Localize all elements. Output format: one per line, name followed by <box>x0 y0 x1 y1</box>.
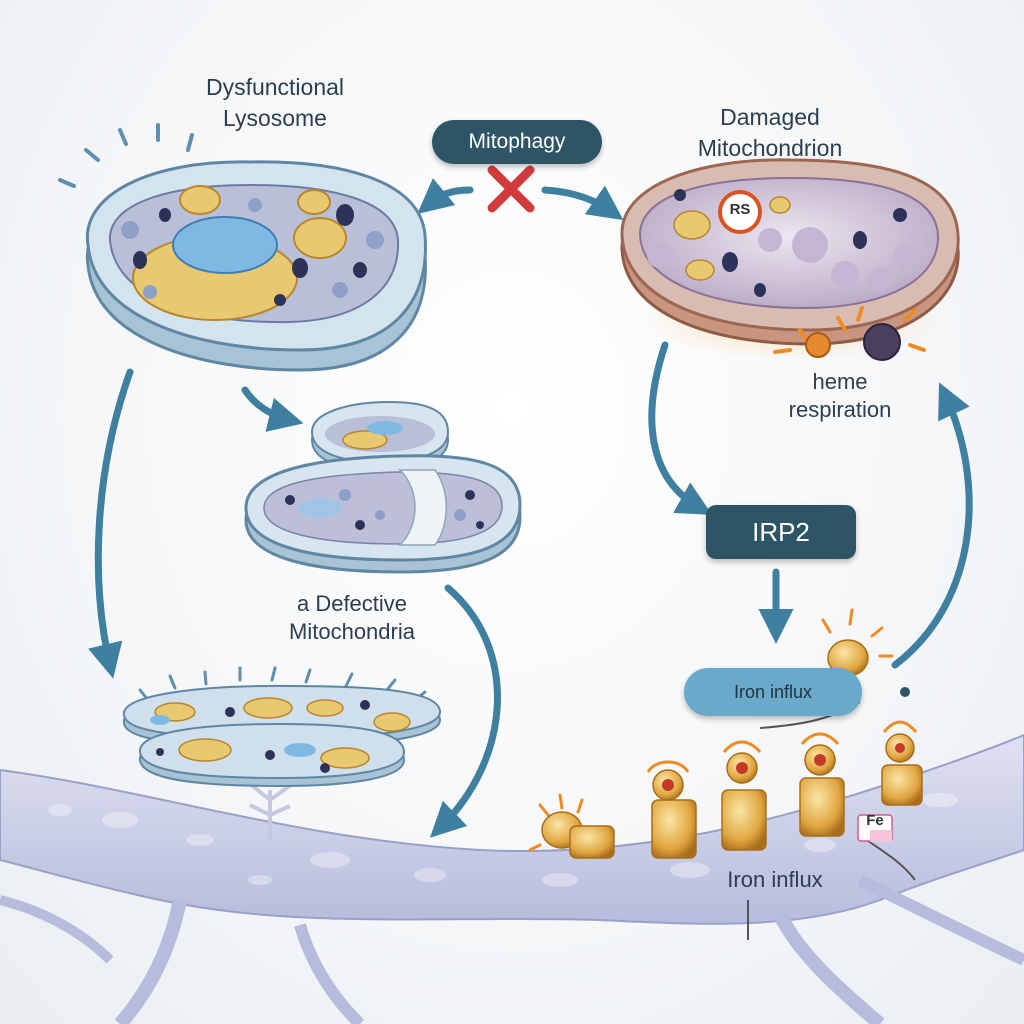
iron-influx-label: Iron influx <box>727 867 823 892</box>
defective-mitochondria <box>244 400 522 574</box>
pathway-arrows <box>88 178 973 838</box>
ros-badge-icon <box>718 190 762 234</box>
ros-label: RS <box>729 201 751 218</box>
arrow-mitophagy-to-lysosome <box>417 178 474 214</box>
damaged-mitochondrion <box>620 158 960 361</box>
label-line: Dysfunctional <box>205 74 345 100</box>
arrow-lysosome-to-cluster <box>88 368 134 679</box>
fe-label: Fe <box>866 812 884 829</box>
fe-ion-icon <box>857 814 893 842</box>
mitochondria-cluster <box>122 666 442 788</box>
label-line: a Defective <box>296 591 408 616</box>
arrow-mitochondrion-to-irp2 <box>648 341 713 515</box>
arrow-iron-to-respiration <box>891 382 973 669</box>
label-line: Damaged <box>720 104 820 130</box>
heme-respiration-label: heme respiration <box>760 368 920 424</box>
arrow-defective-to-axon <box>429 584 501 838</box>
mitophagy-pill: Mitophagy <box>432 120 602 164</box>
dysfunctional-lysosome-label: Dysfunctional Lysosome <box>170 72 380 134</box>
label-line: Mitochondrion <box>697 135 843 161</box>
arrow-mitophagy-to-mitochondrion <box>541 185 624 221</box>
irp2-pill: IRP2 <box>706 505 856 559</box>
damaged-mitochondrion-label: Damaged Mitochondrion <box>640 102 900 164</box>
label-line: Mitochondria <box>289 619 415 644</box>
dysfunctional-lysosome <box>58 123 427 372</box>
defective-mitochondria-label: a Defective Mitochondria <box>252 590 452 646</box>
label-line: respiration <box>788 397 892 422</box>
label-line: Lysosome <box>223 105 327 131</box>
inhibition-x-icon <box>487 165 535 213</box>
iron-influx-pill: Iron influx <box>684 668 862 716</box>
arrow-lysosome-to-defective <box>241 386 304 432</box>
axon <box>0 733 1024 1024</box>
label-line: heme <box>812 369 868 394</box>
